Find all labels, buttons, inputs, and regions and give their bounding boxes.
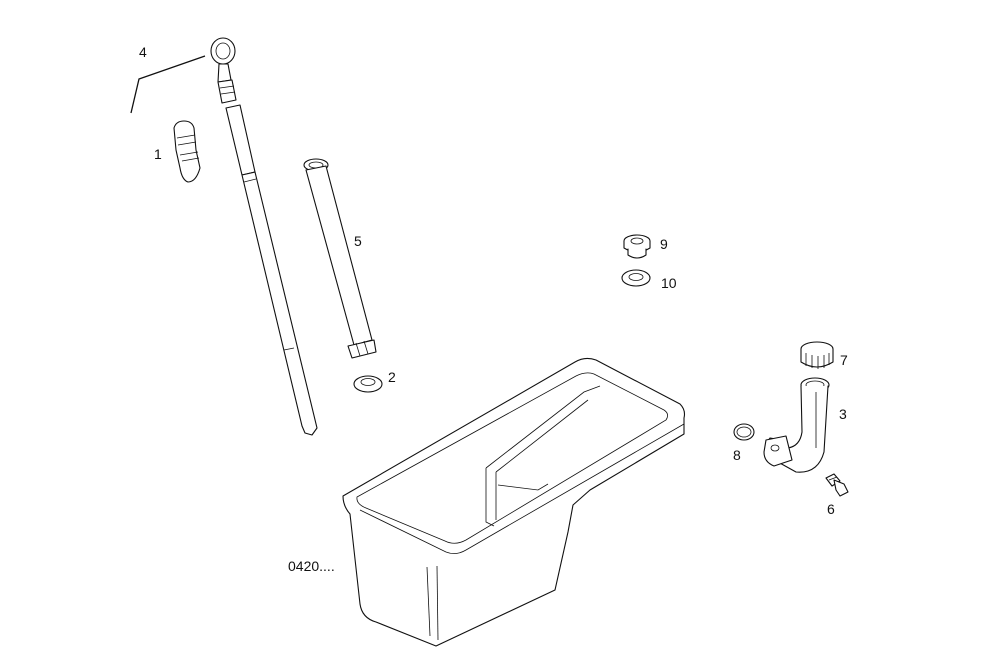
- oil-pan-part[interactable]: [342, 357, 686, 647]
- callout-3: 3: [839, 406, 847, 422]
- connector-plug-part[interactable]: [173, 120, 201, 183]
- guide-tube-part[interactable]: [303, 158, 377, 359]
- callout-10: 10: [661, 275, 677, 291]
- filler-neck-part[interactable]: [763, 377, 830, 473]
- sealing-ring-part[interactable]: [621, 269, 651, 287]
- reference-code: 0420....: [288, 558, 335, 574]
- callout-2: 2: [388, 369, 396, 385]
- callout-9: 9: [660, 236, 668, 252]
- callout-8: 8: [733, 447, 741, 463]
- callout-7: 7: [840, 352, 848, 368]
- o-ring-part[interactable]: [733, 423, 755, 441]
- washer-part[interactable]: [353, 375, 383, 393]
- filler-cap-part[interactable]: [800, 341, 834, 369]
- callout-4: 4: [139, 44, 147, 60]
- dipstick-part[interactable]: [130, 37, 318, 436]
- callout-6: 6: [827, 501, 835, 517]
- callout-5: 5: [354, 233, 362, 249]
- drain-plug-part[interactable]: [623, 234, 651, 259]
- callout-1: 1: [154, 146, 162, 162]
- bolt-part[interactable]: [825, 473, 849, 497]
